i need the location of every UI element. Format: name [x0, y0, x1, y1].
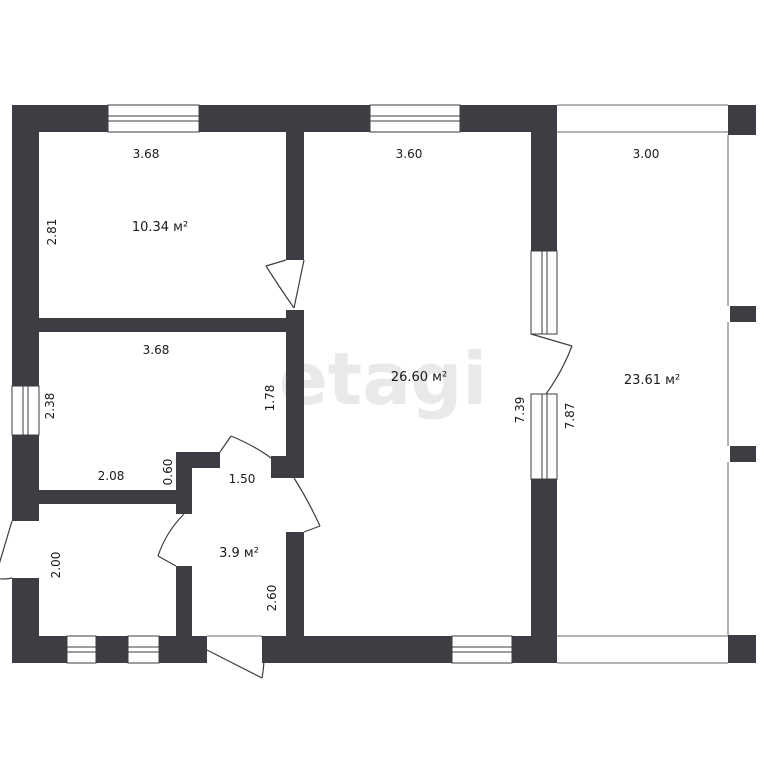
wall-right-upper — [531, 105, 557, 251]
dim-terrace-width: 3.00 — [633, 147, 660, 161]
wall-bottom-4 — [262, 636, 452, 663]
dim-bedroom-top-height: 2.81 — [45, 219, 59, 246]
wall-bathroom-left-upper — [176, 452, 192, 514]
window-right-upper — [530, 250, 558, 335]
wall-inner-vertical-lower — [286, 532, 304, 636]
window-bottom-1 — [66, 635, 97, 664]
wall-left-upper — [12, 105, 39, 386]
dim-living-width: 3.60 — [396, 147, 423, 161]
wall-top-2 — [199, 105, 370, 132]
dim-bedroom-mid-height-right: 1.78 — [263, 385, 277, 412]
door-bathroom-left — [157, 513, 185, 567]
area-bedroom-top: 10.34 м² — [132, 220, 188, 235]
dim-bedroom-top-width: 3.68 — [133, 147, 160, 161]
window-bottom-2 — [127, 635, 160, 664]
dim-bedroom-mid-step: 0.60 — [161, 459, 175, 486]
door-left-exterior — [0, 520, 13, 580]
door-bedroom-top — [265, 259, 305, 309]
terrace-post-top — [728, 105, 756, 135]
wall-inner-jog — [271, 456, 304, 478]
terrace-post-mid-2 — [730, 446, 756, 462]
window-right-lower — [530, 393, 558, 480]
terrace-post-bottom — [728, 635, 756, 663]
door-living-right — [530, 333, 573, 395]
dim-bathroom-height: 2.60 — [265, 585, 279, 612]
dim-bathroom-width: 1.50 — [229, 472, 256, 486]
window-top-1 — [107, 104, 200, 133]
window-left — [11, 385, 40, 436]
wall-inner-vertical-upper — [286, 132, 304, 260]
terrace-post-mid-1 — [730, 306, 756, 322]
dim-bedroom-mid-height-left: 2.38 — [43, 393, 57, 420]
window-top-2 — [369, 104, 461, 133]
wall-left-mid — [12, 435, 39, 521]
wall-right-lower — [531, 479, 557, 663]
window-bottom-3 — [451, 635, 513, 664]
wall-inner-vertical-mid — [286, 310, 304, 462]
door-bathroom-right — [293, 477, 321, 533]
door-bathroom-top — [219, 435, 272, 459]
windows — [11, 104, 558, 664]
wall-bathroom-left-lower — [176, 566, 192, 646]
dim-bedroom-mid-width: 3.68 — [143, 343, 170, 357]
wall-bottom-2 — [96, 636, 128, 663]
area-bathroom: 3.9 м² — [219, 546, 259, 561]
dim-terrace-height: 7.87 — [563, 403, 577, 430]
doors — [0, 259, 573, 679]
labels: 3.68 2.81 10.34 м² 3.68 2.38 1.78 2.08 0… — [43, 147, 680, 611]
dim-living-height: 7.39 — [513, 397, 527, 424]
terrace-outline — [557, 104, 729, 664]
area-terrace: 23.61 м² — [624, 373, 680, 388]
watermark-logo: etagi — [279, 337, 487, 421]
wall-inner-horizontal-2 — [39, 490, 191, 504]
wall-bottom-1 — [12, 636, 67, 663]
door-entrance-bottom — [206, 635, 265, 679]
wall-inner-horizontal-1 — [39, 318, 286, 332]
area-living: 26.60 м² — [391, 370, 447, 385]
dim-hall-height: 2.00 — [49, 552, 63, 579]
dim-bedroom-mid-bottom: 2.08 — [98, 469, 125, 483]
walls — [12, 105, 756, 663]
